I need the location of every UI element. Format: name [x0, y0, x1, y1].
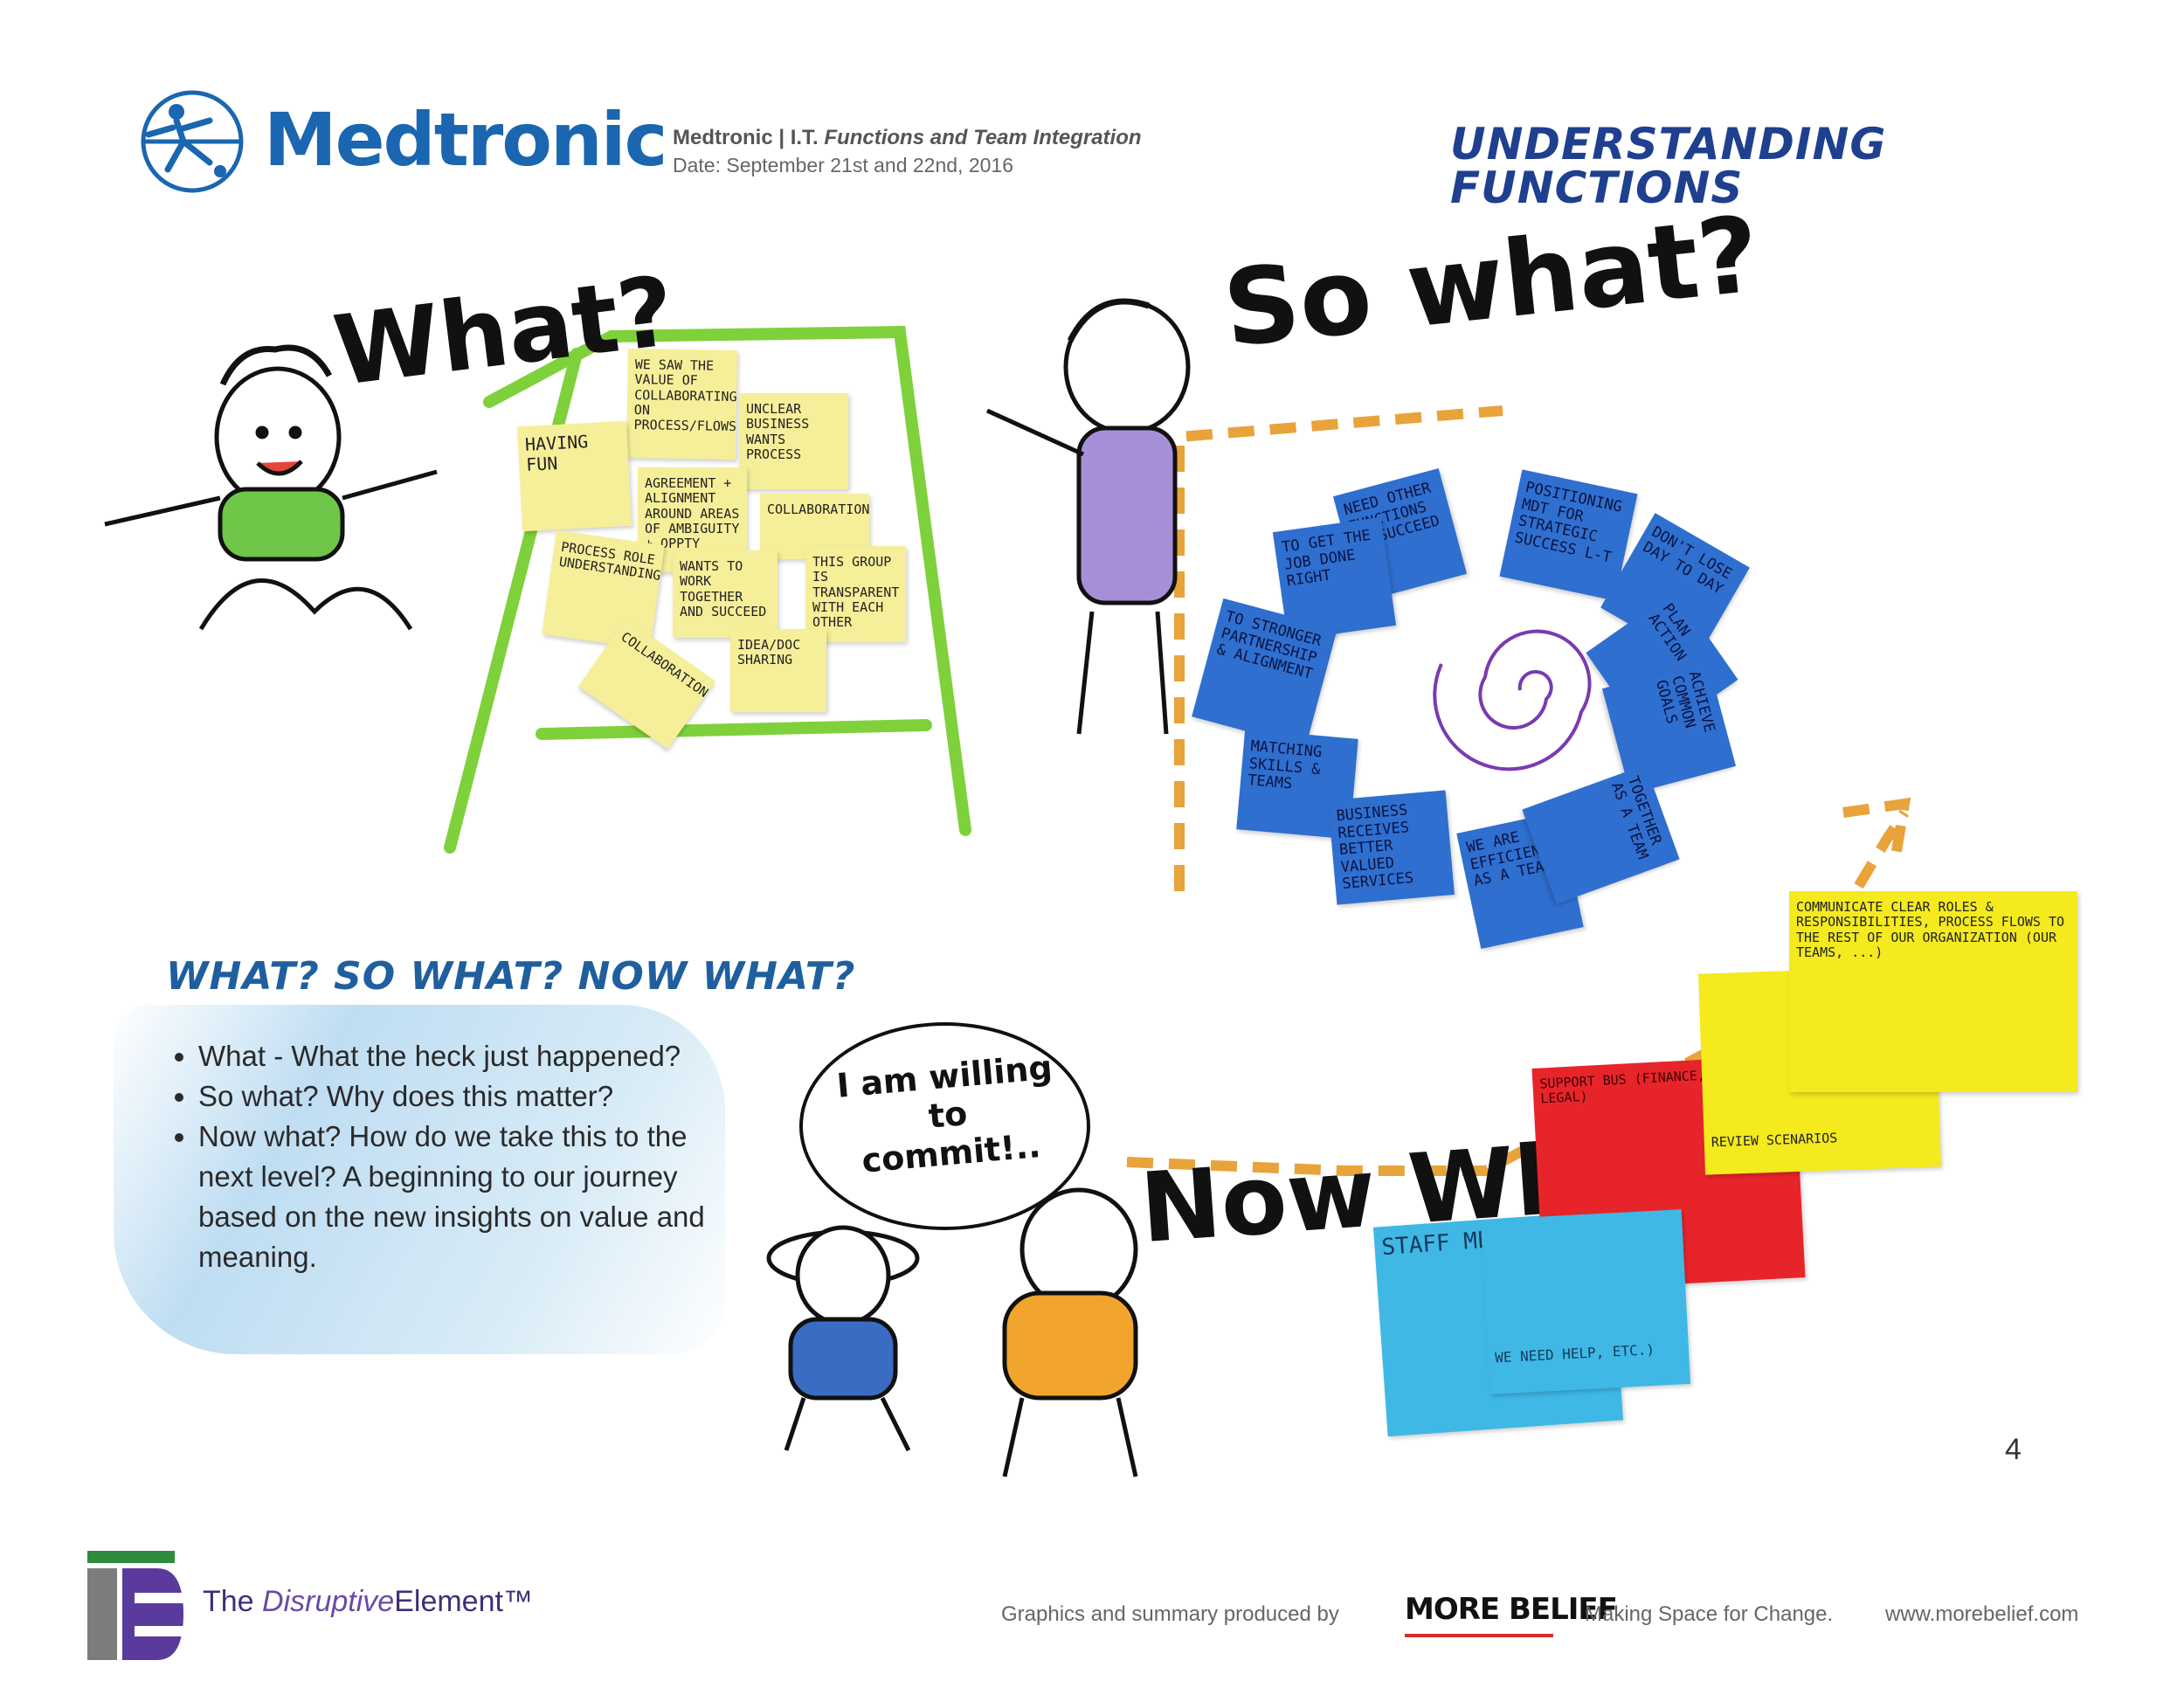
bullet-item: Now what? How do we take this to the nex…	[198, 1117, 721, 1277]
te-suffix: Element™	[394, 1585, 533, 1618]
title-prefix: Medtronic | I.T.	[673, 126, 819, 149]
so-what-character-drawing	[985, 298, 1191, 735]
speech-bubble-text: I am willing to commit!..	[835, 1048, 1054, 1180]
sticky-note: Idea/Doc sharing	[730, 629, 826, 712]
website-link[interactable]: www.morebelief.com	[1885, 1602, 2079, 1626]
page-number: 4	[2005, 1433, 2022, 1466]
sticky-note: We need help, etc.)	[1480, 1209, 1691, 1394]
disruptive-element-logo-icon	[87, 1551, 183, 1660]
disruptive-element-wordmark: The DisruptiveElement™	[203, 1585, 533, 1619]
sticky-note: Communicate clear roles & responsibiliti…	[1789, 891, 2077, 1092]
credit-text: Graphics and summary produced by	[1001, 1602, 1339, 1626]
summary-bullets: What - What the heck just happened? So w…	[144, 1036, 721, 1277]
medtronic-wordmark: Medtronic	[264, 97, 667, 183]
document-title: Medtronic | I.T. Functions and Team Inte…	[673, 126, 1142, 150]
sticky-note: Wants to work together and succeed	[673, 550, 778, 638]
title-italic: Functions and Team Integration	[824, 126, 1142, 149]
document-date: Date: September 21st and 22nd, 2016	[673, 154, 1014, 176]
sticky-note: We saw the value of collaborating on pro…	[625, 348, 738, 460]
sticky-note: This group is transparent with each othe…	[805, 546, 906, 642]
orange-dashed-path	[1126, 405, 1911, 1176]
bullet-item: So what? Why does this matter?	[198, 1076, 721, 1117]
more-belief-underline	[1405, 1634, 1553, 1637]
medtronic-logo-icon	[141, 90, 244, 193]
sticky-note: Process role understanding	[542, 529, 665, 650]
bullet-item: What - What the heck just happened?	[198, 1036, 721, 1076]
now-what-characters-drawing	[766, 1187, 1138, 1477]
more-belief-logo: MORE BELIEF	[1405, 1592, 1618, 1627]
te-prefix: The	[203, 1585, 263, 1618]
spiral-drawing	[1433, 629, 1592, 771]
sticky-note: Unclear business wants process	[739, 393, 848, 489]
sticky-note: Business receives better valued services	[1328, 790, 1455, 905]
page-heading: UNDERSTANDING FUNCTIONS	[1450, 119, 1887, 213]
watercolor-wash	[114, 1005, 725, 1354]
te-italic: Disruptive	[262, 1585, 395, 1618]
speech-bubble	[799, 1022, 1090, 1230]
what-character-drawing	[104, 344, 438, 631]
tagline-text: Making Space for Change.	[1585, 1602, 1834, 1626]
sticky-note: Having fun	[516, 420, 632, 532]
summary-heading: WHAT? SO WHAT? NOW WHAT?	[166, 954, 856, 999]
